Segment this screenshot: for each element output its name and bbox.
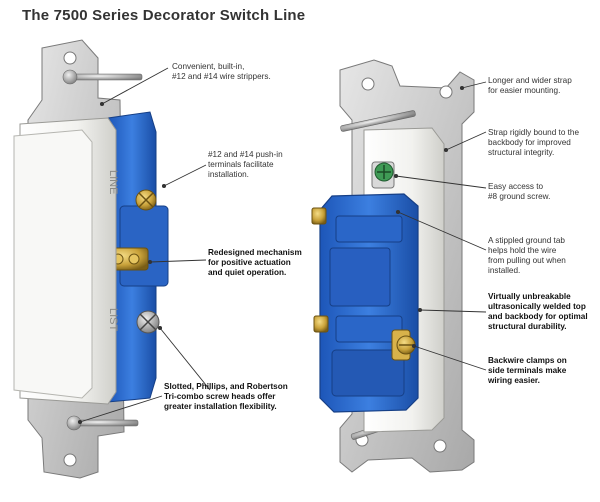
right-brass-terminal-top: [311, 207, 327, 225]
right-top-mounting-screw: [340, 110, 416, 132]
callout-screw-heads: Slotted, Phillips, and Robertson Tri-com…: [164, 382, 288, 411]
callout-backwire-clamps: Backwire clamps on side terminals make w…: [488, 356, 567, 385]
left-bottom-mounting-screw: [71, 419, 139, 427]
switch-marking-bottom: LIST: [107, 308, 119, 332]
left-rocker-paddle: [13, 129, 93, 399]
left-silver-terminal-bottom: [136, 310, 160, 334]
right-brass-terminal-bottom: [313, 315, 329, 333]
left-top-mounting-screw: [69, 73, 143, 81]
callout-longer-strap: Longer and wider strap for easier mounti…: [488, 76, 572, 95]
callout-ground-tab: A stippled ground tab helps hold the wir…: [488, 236, 566, 275]
leader-lines: [77, 67, 487, 425]
callout-push-in-terminals: #12 and #14 push-in terminals facilitate…: [208, 150, 283, 179]
switch-marking-top: LINE: [107, 170, 119, 194]
backwire-clamp-screw: [391, 329, 416, 361]
right-switch: [311, 59, 475, 473]
green-ground-screw: [371, 161, 395, 189]
callout-ground-screw: Easy access to #8 ground screw.: [488, 182, 551, 201]
left-brass-terminal-top: [135, 189, 157, 211]
callout-wire-strippers: Convenient, built-in, #12 and #14 wire s…: [172, 62, 271, 81]
callout-redesigned-mechanism: Redesigned mechanism for positive actuat…: [208, 248, 302, 277]
page-title: The 7500 Series Decorator Switch Line: [22, 7, 306, 24]
left-switch: LINE LIST: [13, 39, 169, 479]
callout-strap-bound: Strap rigidly bound to the backbody for …: [488, 128, 580, 157]
callout-ultrasonic-weld: Virtually unbreakable ultrasonically wel…: [488, 292, 588, 331]
